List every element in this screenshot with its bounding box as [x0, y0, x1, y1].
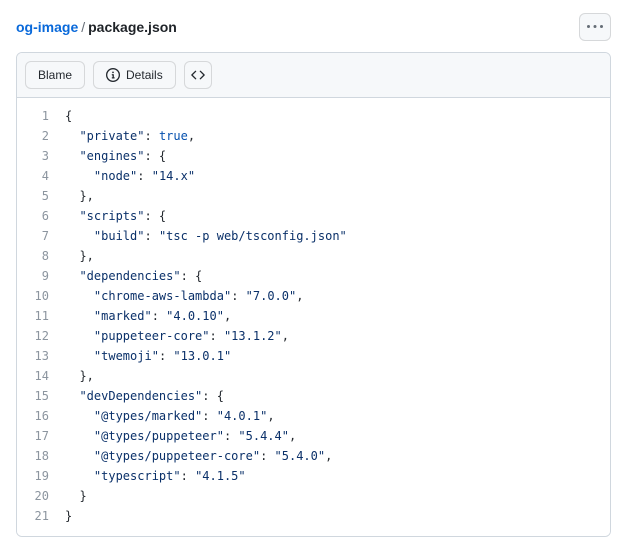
code-line: 12 "puppeteer-core": "13.1.2",: [17, 326, 610, 346]
line-number[interactable]: 13: [34, 349, 49, 363]
file-header: og-image/package.json: [0, 0, 627, 52]
code-line: 8 },: [17, 246, 610, 266]
code-line: 21}: [17, 506, 610, 526]
code-line: 3 "engines": {: [17, 146, 610, 166]
code-text: "engines": {: [79, 149, 167, 163]
line-number[interactable]: 8: [41, 249, 49, 263]
line-number[interactable]: 10: [34, 289, 49, 303]
kebab-menu-button[interactable]: [579, 13, 611, 41]
kebab-icon: [587, 25, 603, 28]
code-line: 7 "build": "tsc -p web/tsconfig.json": [17, 226, 610, 246]
breadcrumb-file-name: package.json: [88, 19, 177, 35]
code-icon: [190, 70, 205, 80]
blame-button[interactable]: Blame: [25, 61, 86, 89]
code-text: "typescript": "4.1.5": [93, 469, 246, 483]
breadcrumb-separator: /: [81, 19, 86, 35]
details-button[interactable]: Details: [93, 61, 176, 89]
code-text: "scripts": {: [79, 209, 167, 223]
code-text: }: [65, 489, 87, 503]
code-text: "devDependencies": {: [79, 389, 224, 403]
code-text: }: [65, 509, 73, 523]
code-line: 10 "chrome-aws-lambda": "7.0.0",: [17, 286, 610, 306]
code-text: },: [65, 369, 94, 383]
code-line: 20 }: [17, 486, 610, 506]
info-icon: [106, 68, 121, 82]
code-text: },: [65, 189, 94, 203]
code-text: "dependencies": {: [79, 269, 203, 283]
code-line: 5 },: [17, 186, 610, 206]
code-text: "node": "14.x": [93, 169, 196, 183]
code-text: "chrome-aws-lambda": "7.0.0",: [93, 289, 304, 303]
code-line: 6 "scripts": {: [17, 206, 610, 226]
code-text: "marked": "4.0.10",: [93, 309, 232, 323]
code-line: 19 "typescript": "4.1.5": [17, 466, 610, 486]
file-viewer: Blame Details 1{2 "private": true,3 "eng…: [16, 52, 611, 537]
code-line: 2 "private": true,: [17, 126, 610, 146]
code-line: 4 "node": "14.x": [17, 166, 610, 186]
code-line: 14 },: [17, 366, 610, 386]
line-number[interactable]: 20: [34, 489, 49, 503]
code-line: 13 "twemoji": "13.0.1": [17, 346, 610, 366]
code-text: "twemoji": "13.0.1": [93, 349, 232, 363]
code-line: 17 "@types/puppeteer": "5.4.4",: [17, 426, 610, 446]
breadcrumb: og-image/package.json: [16, 13, 177, 41]
line-number[interactable]: 16: [34, 409, 49, 423]
line-number[interactable]: 17: [34, 429, 49, 443]
github-file-view: og-image/package.json Blame Details 1{2: [0, 0, 627, 537]
breadcrumb-repo-link[interactable]: og-image: [16, 19, 79, 35]
code-line: 9 "dependencies": {: [17, 266, 610, 286]
code-symbols-button[interactable]: [183, 61, 212, 89]
code-text: "@types/puppeteer-core": "5.4.0",: [93, 449, 333, 463]
code-text: "puppeteer-core": "13.1.2",: [93, 329, 289, 343]
code-text: },: [65, 249, 94, 263]
code-line: 11 "marked": "4.0.10",: [17, 306, 610, 326]
line-number[interactable]: 11: [34, 309, 49, 323]
line-number[interactable]: 6: [41, 209, 49, 223]
code-text: {: [65, 109, 73, 123]
line-number[interactable]: 5: [41, 189, 49, 203]
code-line: 15 "devDependencies": {: [17, 386, 610, 406]
code-text: "@types/puppeteer": "5.4.4",: [93, 429, 297, 443]
line-number[interactable]: 3: [41, 149, 49, 163]
code-line: 1{: [17, 106, 610, 126]
line-number[interactable]: 2: [41, 129, 49, 143]
file-toolbar: Blame Details: [17, 53, 610, 98]
line-number[interactable]: 18: [34, 449, 49, 463]
details-label: Details: [126, 68, 163, 82]
code-line: 18 "@types/puppeteer-core": "5.4.0",: [17, 446, 610, 466]
line-number[interactable]: 15: [34, 389, 49, 403]
code-line: 16 "@types/marked": "4.0.1",: [17, 406, 610, 426]
line-number[interactable]: 7: [41, 229, 49, 243]
line-number[interactable]: 9: [41, 269, 49, 283]
line-number[interactable]: 14: [34, 369, 49, 383]
line-number[interactable]: 4: [41, 169, 49, 183]
line-number[interactable]: 12: [34, 329, 49, 343]
line-number[interactable]: 1: [41, 109, 49, 123]
line-number[interactable]: 21: [34, 509, 49, 523]
code-lines: 1{2 "private": true,3 "engines": {4 "nod…: [17, 98, 610, 536]
code-text: "@types/marked": "4.0.1",: [93, 409, 275, 423]
code-text: "build": "tsc -p web/tsconfig.json": [93, 229, 347, 243]
code-text: "private": true,: [79, 129, 196, 143]
line-number[interactable]: 19: [34, 469, 49, 483]
